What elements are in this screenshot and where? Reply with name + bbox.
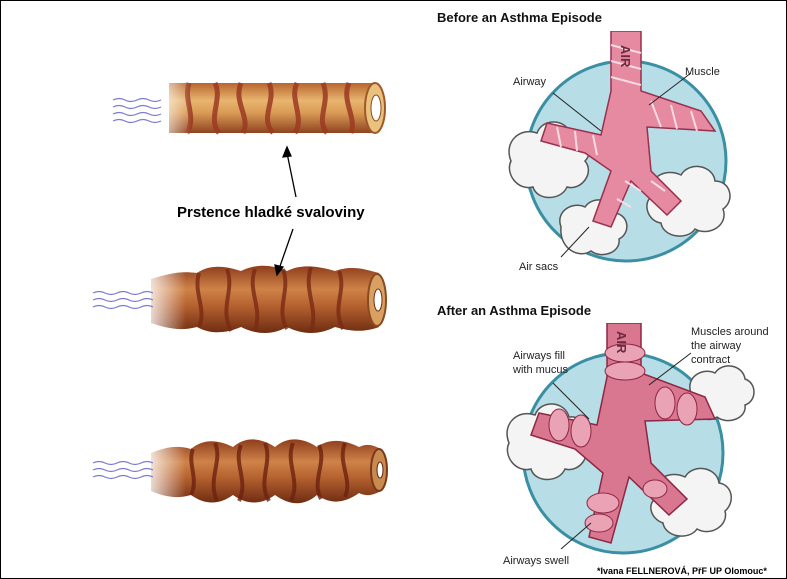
lung-diagram-before: AIR xyxy=(501,31,761,271)
muscles-contract-label: Muscles around the airway contract xyxy=(691,325,769,367)
mucus-label-line2: with mucus xyxy=(513,363,568,377)
muscle-label: Muscle xyxy=(685,65,720,79)
air-label-after: AIR xyxy=(614,331,629,354)
tube-constricted xyxy=(93,439,387,503)
author-credit: *Ivana FELLNEROVÁ, PřF UP Olomouc* xyxy=(597,566,767,576)
tube-contracted xyxy=(93,266,386,337)
tube-relaxed xyxy=(113,83,385,133)
airway-tubes-illustration xyxy=(1,1,421,578)
before-episode-title: Before an Asthma Episode xyxy=(437,10,602,25)
airways-swell-label: Airways swell xyxy=(503,554,569,568)
muscles-label-line1: Muscles around xyxy=(691,325,769,339)
airway-label: Airway xyxy=(513,75,546,89)
muscles-label-line2: the airway xyxy=(691,339,769,353)
after-episode-title: After an Asthma Episode xyxy=(437,303,591,318)
airways-fill-mucus-label: Airways fill with mucus xyxy=(513,349,568,377)
air-sacs-label: Air sacs xyxy=(519,260,558,274)
mucus-label-line1: Airways fill xyxy=(513,349,568,363)
smooth-muscle-rings-label: Prstence hladké svaloviny xyxy=(177,204,365,221)
muscles-label-line3: contract xyxy=(691,353,769,367)
air-label-before: AIR xyxy=(618,45,633,68)
